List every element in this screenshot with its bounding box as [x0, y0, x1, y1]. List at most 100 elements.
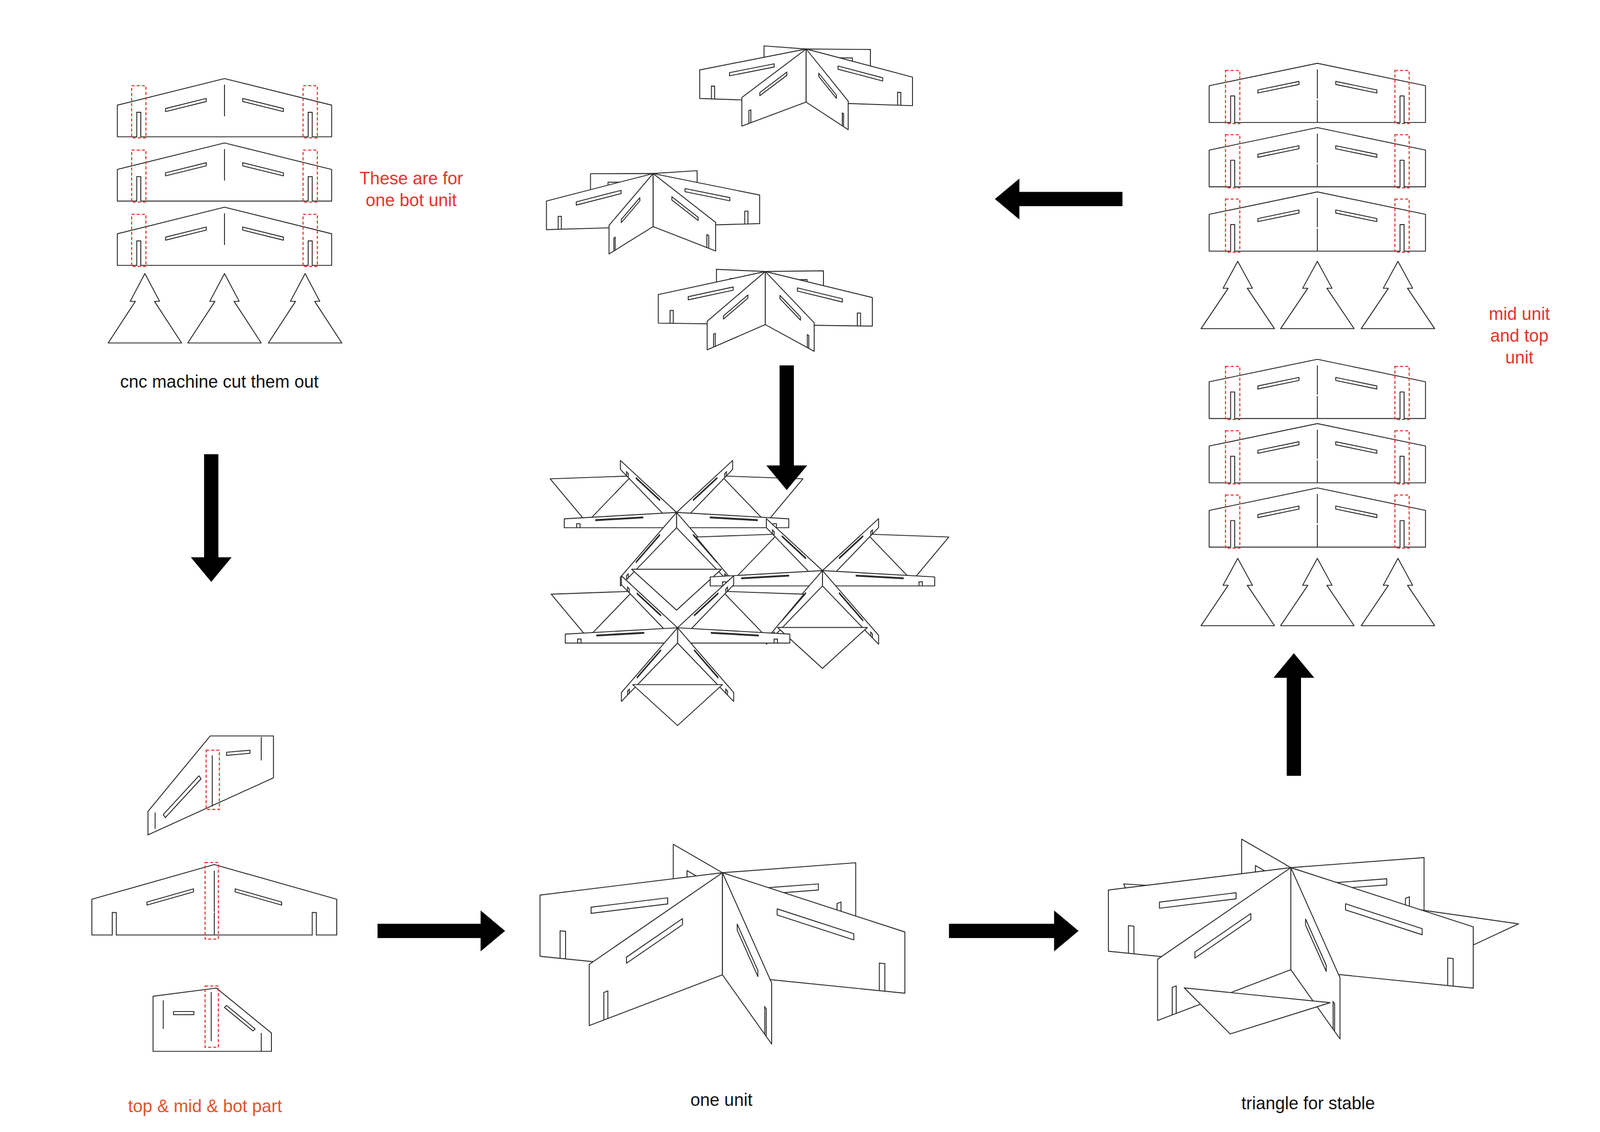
edge-slot: [1230, 224, 1235, 252]
center-slot: [1316, 524, 1318, 547]
stabilizer-triangle: [1280, 558, 1355, 626]
highlight-box: [302, 214, 318, 267]
diagonal-slot: [759, 72, 787, 96]
edge-slot: [670, 310, 674, 324]
diagonal-slot: [636, 477, 660, 501]
plate-outline: [1209, 423, 1426, 483]
edge-slot: [1400, 160, 1405, 188]
part-set: [91, 735, 337, 1052]
diagonal-slot: [781, 535, 806, 559]
edge-slot: [711, 86, 715, 100]
highlight-box: [1225, 70, 1241, 124]
highlight-box: [1394, 134, 1410, 188]
stabilizer-triangle: [1200, 261, 1275, 329]
edge-slot: [312, 912, 316, 936]
center-slot: [1316, 228, 1318, 251]
highlight-box: [206, 749, 220, 809]
cut-sheet: [108, 78, 343, 343]
edge-slot: [112, 912, 117, 936]
edge-slot: [1400, 520, 1405, 548]
stabilized-unit: [1108, 838, 1519, 1039]
diagonal-slot: [637, 649, 661, 678]
highlight-box: [1394, 366, 1410, 420]
plate-outline: [1209, 127, 1426, 187]
diagonal-slot: [685, 188, 731, 201]
plate-outline: [707, 271, 766, 350]
highlight-box: [302, 149, 318, 203]
diagonal-slot: [1257, 441, 1300, 454]
center-slot: [1316, 429, 1318, 459]
diagonal-slot: [710, 516, 758, 521]
highlight-box: [302, 85, 318, 138]
flow-arrow: [377, 910, 506, 951]
diagonal-slot: [1305, 918, 1327, 972]
diagonal-slot: [837, 65, 883, 81]
diagonal-slot: [591, 897, 668, 913]
edge-slot: [764, 1006, 767, 1036]
center-slot: [1316, 460, 1318, 483]
highlight-box: [1225, 494, 1241, 549]
edge-slot: [1332, 1001, 1335, 1032]
plate-outline: [1209, 358, 1426, 419]
edge-slot: [577, 638, 582, 643]
edge-slot: [308, 176, 313, 202]
diagonal-slot: [693, 477, 718, 501]
diagonal-slot: [711, 632, 759, 636]
assembled-units: [546, 45, 913, 352]
edge-slot: [748, 109, 751, 124]
stabilizer-triangle: [187, 273, 262, 343]
diagonal-slot: [235, 888, 282, 906]
diagonal-slot: [1257, 145, 1300, 158]
highlight-box: [1225, 430, 1241, 484]
edge-slot: [1400, 95, 1405, 123]
diagonal-slot: [1257, 377, 1300, 389]
annotation-label: one unit: [690, 1088, 753, 1111]
diagonal-slot: [737, 923, 759, 976]
edge-slot: [1172, 985, 1177, 1015]
plate-outline: [152, 987, 272, 1052]
edge-slot: [627, 586, 629, 593]
diagonal-slot: [242, 226, 284, 240]
plate-outline: [765, 271, 815, 352]
edge-slot: [627, 688, 629, 695]
flow-arrow: [948, 910, 1079, 951]
edge-slot: [706, 234, 709, 249]
edge-slot: [713, 333, 716, 347]
diagonal-slot: [1335, 145, 1377, 158]
edge-slot: [807, 334, 809, 349]
center-slot: [1316, 133, 1318, 163]
highlight-box: [1225, 134, 1241, 188]
center-slot: [1316, 197, 1318, 227]
center-slot: [210, 991, 212, 1041]
diagonal-slot: [688, 286, 734, 300]
edge-slot: [918, 581, 923, 586]
highlight-box: [1225, 366, 1241, 420]
edge-slot: [1400, 456, 1405, 484]
stabilizer-triangle: [1280, 261, 1355, 329]
center-slot: [224, 213, 225, 245]
edge-slot: [724, 471, 727, 478]
center-slot: [224, 84, 225, 117]
flow-arrow: [1273, 653, 1315, 776]
diagonal-slot: [797, 287, 843, 302]
highlight-box: [1394, 430, 1410, 484]
diagonal-slot: [1159, 892, 1236, 909]
plate-outline: [117, 142, 332, 201]
edge-slot: [879, 962, 885, 991]
highlight-box: [131, 214, 147, 267]
edge-slot: [260, 736, 262, 761]
plate-outline: [806, 48, 849, 130]
stabilizer-triangle: [108, 273, 182, 343]
diagonal-slot: [839, 592, 864, 621]
center-slot: [1316, 164, 1318, 187]
edge-slot: [1128, 925, 1134, 954]
annotation-label: cnc machine cut them out: [119, 370, 319, 393]
annotation-label: These are for one bot unit: [345, 167, 477, 211]
diagonal-slot: [1335, 506, 1377, 518]
diagonal-slot: [626, 918, 683, 963]
diagonal-slot: [242, 98, 284, 112]
flow-arrow: [994, 178, 1123, 220]
plate-outline: [677, 627, 790, 643]
edge-slot: [774, 638, 778, 643]
